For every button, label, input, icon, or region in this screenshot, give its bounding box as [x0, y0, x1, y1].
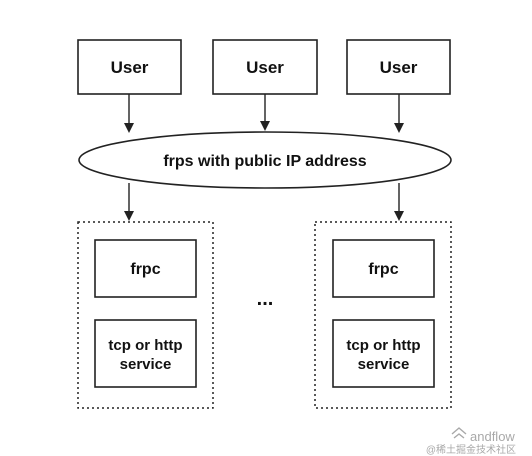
left-service-node: tcp or http service — [94, 319, 197, 388]
frps-label: frps with public IP address — [163, 153, 366, 170]
frps-server-node: frps with public IP address — [78, 131, 452, 189]
user-label-3: User — [380, 58, 418, 77]
right-service-node: tcp or http service — [332, 319, 435, 388]
more-clients-ellipsis: ... — [257, 288, 274, 310]
user-node-1: User — [77, 39, 182, 95]
right-service-label-line1: tcp or http — [346, 337, 420, 354]
left-frpc-label: frpc — [130, 261, 160, 278]
user-node-2: User — [212, 39, 318, 95]
left-service-label-line1: tcp or http — [108, 337, 182, 354]
right-service-label-line2: service — [358, 356, 410, 373]
left-client-group: frpc tcp or http service — [77, 221, 214, 409]
watermark-platform: @稀土掘金技术社区 — [426, 443, 516, 456]
right-frpc-label: frpc — [368, 261, 398, 278]
left-service-label-line2: service — [120, 356, 172, 373]
user-label-1: User — [111, 58, 149, 77]
right-client-group: frpc tcp or http service — [314, 221, 452, 409]
juejin-logo-icon — [451, 427, 467, 439]
watermark: andflow @稀土掘金技术社区 — [426, 427, 516, 456]
left-frpc-node: frpc — [94, 239, 197, 298]
watermark-author: andflow — [470, 429, 515, 444]
user-node-3: User — [346, 39, 451, 95]
right-frpc-node: frpc — [332, 239, 435, 298]
user-label-2: User — [246, 58, 284, 77]
